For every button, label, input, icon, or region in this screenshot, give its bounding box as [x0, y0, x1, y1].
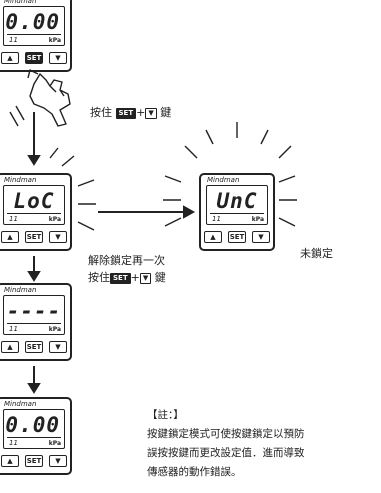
- down-key[interactable]: ▼: [49, 455, 67, 467]
- unit-label: kPa: [251, 216, 264, 223]
- down-key[interactable]: ▼: [49, 52, 67, 64]
- indicator-marks: 11: [9, 215, 18, 223]
- note-line: 按鍵鎖定模式可使按鍵鎖定以預防: [147, 428, 305, 440]
- note-title: 【註：】: [147, 409, 184, 421]
- up-key[interactable]: ▲: [204, 231, 222, 243]
- meter-display-value: ----: [6, 299, 62, 323]
- flash-lines-icon: [163, 122, 297, 227]
- brand-label: Mindman: [4, 286, 37, 294]
- arrow-down-icon: [27, 256, 41, 282]
- press-flash-icon: [9, 105, 25, 127]
- flash-lines-icon: [49, 147, 96, 231]
- down-key-icon: ▼: [145, 108, 157, 119]
- brand-label: Mindman: [4, 0, 37, 5]
- set-key-icon: SET: [115, 108, 137, 119]
- meter-display-value: UnC: [216, 189, 258, 213]
- down-key[interactable]: ▼: [49, 231, 67, 243]
- up-key[interactable]: ▲: [1, 231, 19, 243]
- meter-display-value: 0.00: [5, 10, 60, 34]
- meter-panel-locked: Mindman LoC 11 kPa ▲ SET ▼: [0, 173, 72, 251]
- screen-divider: [210, 213, 264, 214]
- unit-label: kPa: [48, 37, 61, 44]
- down-key[interactable]: ▼: [49, 341, 67, 353]
- up-key[interactable]: ▲: [1, 455, 19, 467]
- meter-keys: ▲ SET ▼: [1, 52, 67, 64]
- brand-label: Mindman: [207, 176, 240, 184]
- meter-screen: UnC 11 kPa: [206, 185, 268, 225]
- unlocked-caption: 未鎖定: [300, 247, 333, 260]
- meter-screen: ---- 11 kPa: [3, 295, 65, 335]
- meter-display-value: LoC: [13, 189, 55, 213]
- arrow-down-icon: [27, 112, 41, 166]
- set-key[interactable]: SET: [25, 52, 43, 64]
- meter-panel-dashes: Mindman ---- 11 kPa ▲ SET ▼: [0, 283, 72, 361]
- press-lock-caption: 按住 SET+▼ 鍵: [90, 106, 172, 119]
- up-key[interactable]: ▲: [1, 52, 19, 64]
- meter-keys: ▲ SET ▼: [204, 231, 270, 243]
- up-key[interactable]: ▲: [1, 341, 19, 353]
- unit-label: kPa: [48, 326, 61, 333]
- meter-panel-unlocked: Mindman UnC 11 kPa ▲ SET ▼: [199, 173, 275, 251]
- set-key-icon: SET: [110, 273, 131, 284]
- meter-keys: ▲ SET ▼: [1, 341, 67, 353]
- pressing-hand-icon: [27, 69, 71, 127]
- note-block: 【註：】 按鍵鎖定模式可使按鍵鎖定以預防 誤按按鍵而更改設定值．進而導致 傳感器…: [147, 406, 305, 482]
- note-line: 傳感器的動作錯誤。: [147, 466, 242, 478]
- indicator-marks: 11: [9, 439, 18, 447]
- meter-display-value: 0.00: [5, 413, 60, 437]
- meter-screen: 0.00 11 kPa: [3, 6, 65, 46]
- arrow-down-icon: [27, 366, 41, 394]
- indicator-marks: 11: [212, 215, 221, 223]
- note-line: 誤按按鍵而更改設定值．進而導致: [147, 447, 305, 459]
- brand-label: Mindman: [4, 400, 37, 408]
- down-key-icon: ▼: [139, 273, 152, 284]
- screen-divider: [7, 323, 61, 324]
- meter-screen: LoC 11 kPa: [3, 185, 65, 225]
- screen-divider: [7, 437, 61, 438]
- meter-keys: ▲ SET ▼: [1, 231, 67, 243]
- unit-label: kPa: [48, 216, 61, 223]
- arrow-right-icon: [98, 205, 196, 219]
- meter-panel-top: Mindman 0.00 11 kPa ▲ SET ▼: [0, 0, 72, 72]
- set-key[interactable]: SET: [25, 231, 43, 243]
- indicator-marks: 11: [9, 325, 18, 333]
- down-key[interactable]: ▼: [252, 231, 270, 243]
- indicator-marks: 11: [9, 36, 18, 44]
- set-key[interactable]: SET: [228, 231, 246, 243]
- set-key[interactable]: SET: [25, 455, 43, 467]
- unit-label: kPa: [48, 440, 61, 447]
- unlock-caption-line1: 解除鎖定再一次: [88, 254, 165, 267]
- brand-label: Mindman: [4, 176, 37, 184]
- meter-panel-bottom: Mindman 0.00 11 kPa ▲ SET ▼: [0, 397, 72, 475]
- meter-keys: ▲ SET ▼: [1, 455, 67, 467]
- meter-screen: 0.00 11 kPa: [3, 409, 65, 449]
- screen-divider: [7, 34, 61, 35]
- set-key[interactable]: SET: [25, 341, 43, 353]
- screen-divider: [7, 213, 61, 214]
